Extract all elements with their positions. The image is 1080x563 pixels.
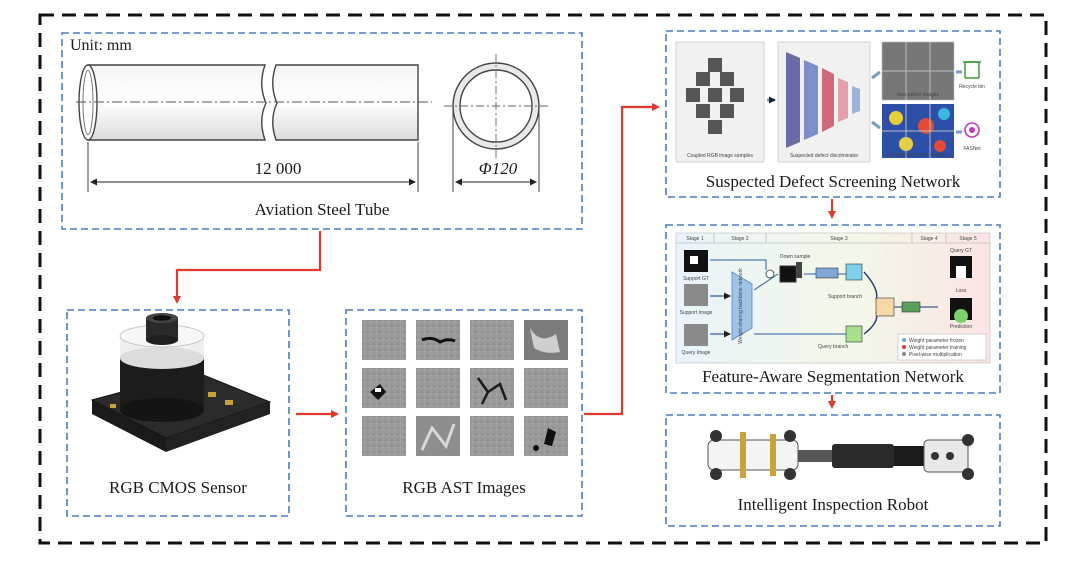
query-branch-label: Query branch bbox=[818, 344, 849, 350]
segmentation-box bbox=[665, 224, 1001, 394]
unit-label: Unit: mm bbox=[70, 37, 132, 54]
prediction-label: Prediction bbox=[950, 324, 972, 330]
stage-4: Stage 4 bbox=[920, 236, 937, 242]
ast-images-box bbox=[345, 309, 583, 517]
fasnet-icon: FASNet bbox=[963, 122, 981, 152]
support-image-label: Support Image bbox=[680, 310, 713, 316]
sensor-box bbox=[66, 309, 290, 517]
sensor-caption: RGB CMOS Sensor bbox=[109, 478, 247, 497]
legend-pixelwise: Pixel-wise multiplication bbox=[909, 352, 962, 358]
discriminator-label: Suspected defect discriminator bbox=[790, 153, 859, 159]
tube-diameter-label: Φ120 bbox=[478, 159, 518, 178]
screening-network-graphic: Coupled RGB image samples Suspected defe… bbox=[675, 41, 962, 163]
support-gt-label: Support GT bbox=[683, 276, 709, 282]
suspected-label: Suspected defect images bbox=[890, 152, 947, 158]
ast-image-grid bbox=[362, 320, 568, 456]
query-gt-label: Query GT bbox=[950, 248, 972, 254]
ast-tile bbox=[416, 368, 460, 408]
ast-tile bbox=[362, 416, 406, 456]
arrow-tube-to-sensor bbox=[173, 231, 322, 304]
segmentation-network-graphic: Stage 1 Stage 2 Stage 3 Stage 4 Stage 5 … bbox=[675, 232, 991, 364]
outer-border bbox=[38, 13, 1048, 545]
recycle-bin-label: Recycle bin bbox=[959, 84, 985, 90]
down-sample-label: Down sample bbox=[780, 254, 811, 260]
screening-caption: Suspected Defect Screening Network bbox=[705, 172, 961, 191]
query-image-label: Query Image bbox=[682, 350, 711, 356]
inspection-robot-image bbox=[707, 430, 974, 480]
tube-caption: Aviation Steel Tube bbox=[254, 200, 390, 219]
ast-tile bbox=[362, 320, 406, 360]
non-defect-label: Non-defect images bbox=[897, 92, 939, 98]
steel-tube-drawing bbox=[76, 64, 432, 192]
ast-tile bbox=[470, 320, 514, 360]
recycle-bin-icon: Recycle bin bbox=[959, 61, 985, 90]
tube-length-label: 12 000 bbox=[254, 159, 302, 178]
images-caption: RGB AST Images bbox=[402, 478, 526, 497]
stage-1: Stage 1 bbox=[686, 236, 703, 242]
legend-frozen: Weight parameter frozen bbox=[909, 338, 964, 344]
arrow-images-to-screening bbox=[584, 103, 660, 416]
segmentation-caption: Feature-Aware Segmentation Network bbox=[702, 367, 964, 386]
fasnet-label: FASNet bbox=[963, 146, 981, 152]
legend-training: Weight parameter training bbox=[909, 345, 967, 351]
loss-label: Loss bbox=[956, 288, 967, 294]
stage-5: Stage 5 bbox=[959, 236, 976, 242]
ast-tile bbox=[362, 368, 406, 408]
stage-2: Stage 2 bbox=[731, 236, 748, 242]
robot-box bbox=[665, 414, 1001, 527]
screening-box bbox=[665, 30, 1001, 198]
stage-3: Stage 3 bbox=[830, 236, 847, 242]
coupled-samples-label: Coupled RGB image samples bbox=[687, 153, 753, 159]
support-branch-label: Support branch bbox=[828, 294, 862, 300]
robot-caption: Intelligent Inspection Robot bbox=[737, 495, 929, 514]
flow-arrows bbox=[173, 103, 836, 418]
tube-box bbox=[61, 32, 583, 230]
ast-tile bbox=[470, 416, 514, 456]
ast-tile bbox=[524, 368, 568, 408]
cmos-sensor-image bbox=[90, 313, 272, 452]
tube-cross-section bbox=[444, 54, 548, 192]
weight-sharing-label: Weight-sharing backbone network bbox=[738, 268, 744, 344]
